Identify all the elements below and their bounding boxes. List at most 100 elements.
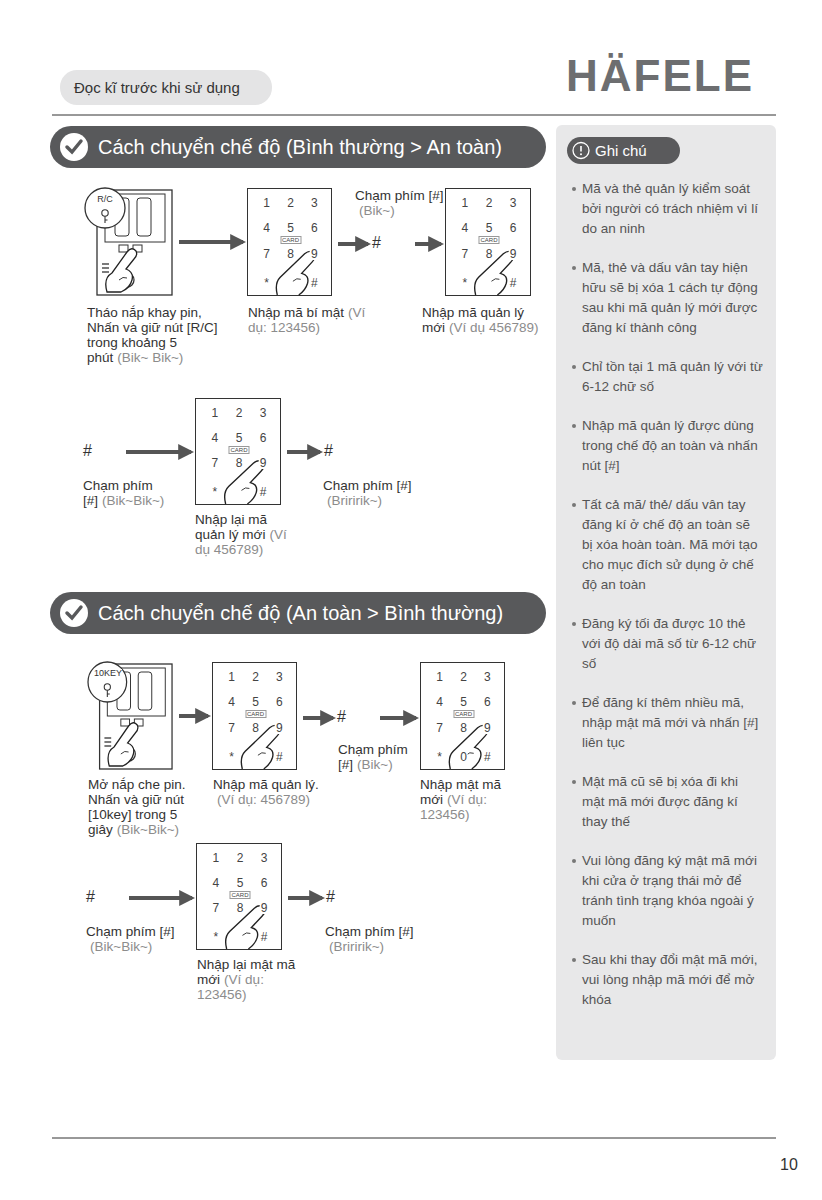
key-label: CARD [280, 236, 301, 244]
bullet-dot [572, 622, 576, 626]
section-band: Cách chuyển chế độ (An toàn > Bình thườn… [50, 592, 546, 634]
callout-circle [85, 188, 125, 228]
sound-hint: (Ví dụ 456789) [449, 320, 538, 335]
key-label: 1 [212, 852, 221, 864]
key-label: 6 [509, 222, 518, 234]
key-label: 5 [251, 696, 260, 708]
bullet-dot [572, 365, 576, 369]
header-pill: Đọc kĩ trước khi sử dụng [60, 70, 272, 105]
label-text: Nhập lại mã quản lý mới [195, 512, 267, 542]
note-item: Mã, thẻ và dấu vân tay hiện hữu sẽ bị xó… [572, 258, 764, 338]
box-text: # [83, 434, 120, 467]
key-label: * [436, 751, 443, 763]
bullet-dot [572, 701, 576, 705]
key-label: 5 [235, 432, 244, 444]
vent-line [102, 271, 109, 272]
hand-crease [241, 488, 249, 491]
keypad: 123456CARD789*# [195, 398, 281, 505]
box-text: Cách chuyển chế độ (An toàn > Bình thườn… [98, 602, 503, 624]
note-item: Sau khi thay đổi mật mã mới, vui lòng nh… [572, 950, 764, 1010]
key-label: 8 [485, 248, 494, 260]
key-label: 0 [459, 751, 468, 763]
check-mark [67, 607, 81, 618]
key-label: 1 [262, 197, 271, 209]
sound-hint: (Briririk~) [327, 493, 382, 508]
hand-crease [258, 753, 266, 756]
key-label: 3 [509, 197, 518, 209]
note-item: Vui lòng đăng ký mật mã mới khi cửa ở tr… [572, 851, 764, 931]
step-arrow [179, 240, 243, 244]
label-text: Nhập mã bí mật [248, 305, 344, 320]
key-label: 9 [483, 722, 492, 734]
label-text: Nhập mã quản lý. [213, 777, 319, 792]
key-label: 8 [235, 457, 244, 469]
button-label: 10KEY [94, 669, 122, 678]
bullet-dot [572, 187, 576, 191]
key-label: 9 [509, 248, 518, 260]
key-label: # [259, 486, 268, 498]
note-text: Mã, thẻ và dấu vân tay hiện hữu sẽ bị xó… [582, 260, 758, 335]
note-item: Chỉ tồn tại 1 mã quản lý với từ 6-12 chữ… [572, 357, 764, 397]
sound-hint: (Bik~Bik~) [102, 493, 164, 508]
key-label: 4 [227, 696, 236, 708]
key-label: 2 [485, 197, 494, 209]
hash-key: # [372, 226, 409, 262]
step-caption: Mở nắp che pin. Nhấn và giữ nút [10key] … [88, 777, 208, 837]
step-arrow [338, 242, 368, 246]
bullet-dot [572, 780, 576, 784]
top-rule [52, 115, 776, 116]
key-label: 6 [483, 696, 492, 708]
check-mark [67, 141, 81, 152]
hash-key: # [337, 700, 374, 736]
step-caption: Nhập mã quản lý.(Ví dụ: 456789) [213, 777, 333, 807]
note-item: Mật mã cũ sẽ bị xóa đi khi mật mã mới đư… [572, 772, 764, 832]
key-label: 8 [286, 248, 295, 260]
key-label: * [263, 277, 270, 289]
key-label: * [212, 486, 219, 498]
bullet-dot [572, 859, 576, 863]
keypad: 123456CARD789*# [196, 843, 282, 950]
lock-drawing [88, 662, 173, 770]
battery [137, 198, 151, 236]
step-arrow [288, 896, 322, 900]
hash-key: # [324, 434, 361, 470]
key-label: 3 [310, 197, 319, 209]
note-item: Nhập mã quản lý được dùng trong chế độ a… [572, 416, 764, 476]
key-label: 4 [435, 696, 444, 708]
battery [138, 672, 152, 710]
sound-hint: (Bik~) [359, 203, 395, 218]
label-text: Chạm phím [#] [325, 924, 414, 939]
key-label: 2 [236, 852, 245, 864]
key-label: 6 [275, 696, 284, 708]
key-label: 5 [286, 222, 295, 234]
label-text: 10 [780, 1156, 798, 1173]
key-label: CARD [245, 710, 266, 718]
box-text: Cách chuyển chế độ (Bình thường > An toà… [98, 136, 502, 158]
box-text: Ghi chú [595, 142, 647, 159]
alert-circle [573, 143, 589, 159]
key-label: 7 [435, 722, 444, 734]
keypad: 123456CARD789*0# [420, 662, 505, 770]
key-label: * [213, 931, 220, 943]
step-arrow [129, 896, 192, 900]
label-text: Chạm phím [#] [355, 188, 444, 203]
box-text: Đọc kĩ trước khi sử dụng [74, 79, 240, 96]
key-label: 3 [483, 671, 492, 683]
step-caption: Chạm phím [#](Briririk~) [323, 478, 433, 508]
step-arrow [179, 714, 208, 718]
key-label: 5 [485, 222, 494, 234]
key-label: 2 [286, 197, 295, 209]
hand-crease [119, 277, 127, 280]
key-label: 7 [211, 457, 220, 469]
note-text: Vui lòng đăng ký mật mã mới khi cửa ở tr… [582, 853, 757, 928]
lock-drawing [85, 188, 173, 296]
vent-line [104, 741, 111, 742]
step-arrow [380, 716, 416, 720]
key-label: CARD [229, 891, 250, 899]
sound-hint: (Ví dụ: 456789) [217, 792, 310, 807]
box-text: # [86, 880, 123, 913]
hash-key: # [86, 880, 123, 916]
sound-hint: (Bik~ Bik~) [117, 350, 183, 365]
step-caption: Nhập lại mã quản lý mới(Ví dụ 456789) [195, 512, 291, 557]
check-circle [60, 133, 88, 161]
